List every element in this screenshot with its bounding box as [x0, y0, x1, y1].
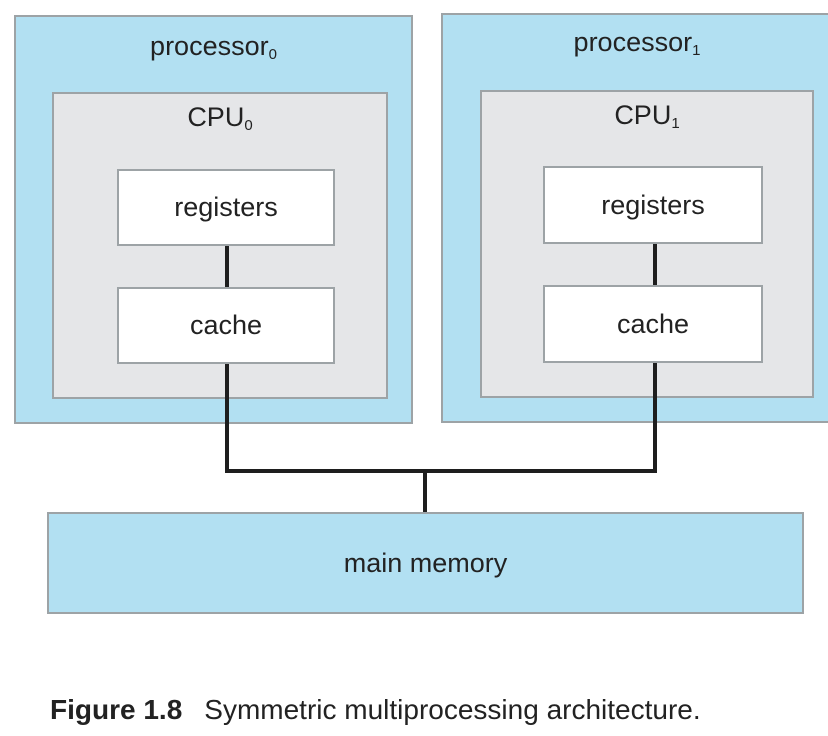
processor-1-label: processor1	[573, 27, 701, 59]
connector-bus-memory	[423, 469, 427, 513]
figure-caption-text: Symmetric multiprocessing architecture.	[204, 694, 701, 725]
connector-cache-0-bus	[225, 364, 229, 473]
processor-0-label: processor0	[150, 31, 277, 63]
main-memory-box: main memory	[47, 512, 804, 614]
figure-number: Figure 1.8	[50, 694, 183, 725]
cpu-1-label: CPU1	[614, 100, 680, 132]
cache-1-box: cache	[543, 285, 763, 363]
figure-caption: Figure 1.8 Symmetric multiprocessing arch…	[50, 694, 701, 726]
connector-cache-1-bus	[653, 363, 657, 473]
system-bus	[225, 469, 657, 473]
connector-registers-cache-1	[653, 244, 657, 285]
registers-1-box: registers	[543, 166, 763, 244]
cpu-0-label: CPU0	[187, 102, 253, 134]
cache-0-box: cache	[117, 287, 335, 364]
connector-registers-cache-0	[225, 246, 229, 287]
registers-0-box: registers	[117, 169, 335, 246]
